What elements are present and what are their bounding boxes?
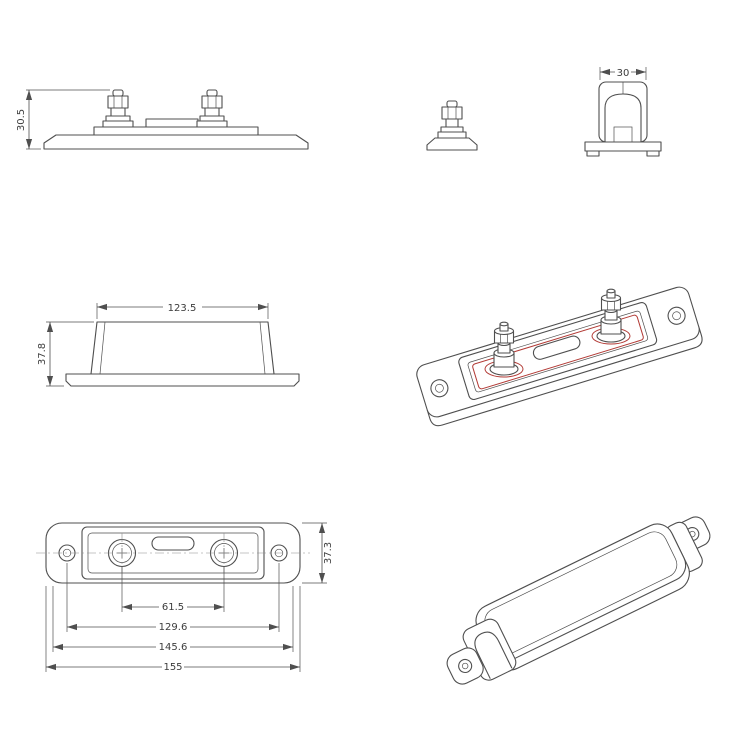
end-view: 30: [584, 66, 662, 157]
dimension-plan-width: 37.3: [302, 522, 334, 584]
terminal-bolt: [196, 89, 228, 128]
dimension-side-total-height: 37.8: [37, 321, 94, 387]
dim-end-width-label: 30: [617, 68, 630, 79]
mounting-hole: [430, 379, 449, 398]
dimension-stud-spacing: 61.5: [121, 567, 225, 613]
dim-front-total-height-label: 30.5: [16, 109, 27, 131]
dim-plan-width-label: 37.3: [323, 542, 334, 564]
dim-flange-length-label: 145.6: [159, 642, 188, 653]
dimension-side-body-length: 123.5: [96, 301, 269, 319]
dim-total-length-label: 155: [163, 662, 182, 673]
dimension-end-width: 30: [599, 66, 647, 80]
dim-side-total-height-label: 37.8: [37, 343, 48, 365]
side-view: 123.5 37.8: [37, 301, 300, 387]
fuse-window: [532, 335, 581, 360]
isometric-closed-view: [446, 516, 711, 685]
dim-stud-spacing-label: 61.5: [162, 602, 184, 613]
dim-side-body-length-label: 123.5: [168, 303, 197, 314]
terminal-bolt: [102, 89, 134, 128]
plan-view: 61.5 129.6 145.6 155: [36, 522, 334, 673]
fuse-window: [151, 536, 195, 551]
dimension-front-total-height: 30.5: [16, 89, 110, 150]
dimension-total-length: 155: [45, 586, 301, 673]
mounting-hole: [667, 306, 686, 325]
mounting-ear: [446, 647, 484, 685]
dim-hole-spacing-label: 129.6: [159, 622, 188, 633]
dimension-flange-length: 145.6: [52, 586, 294, 653]
isometric-open-view: [416, 286, 703, 427]
terminal-bolt: [484, 321, 524, 378]
terminal-bolt: [591, 288, 631, 345]
terminal-stud-detail-view: [426, 100, 478, 151]
front-elevation-view: 30.5: [16, 89, 309, 150]
dimension-hole-spacing: 129.6: [66, 563, 280, 633]
